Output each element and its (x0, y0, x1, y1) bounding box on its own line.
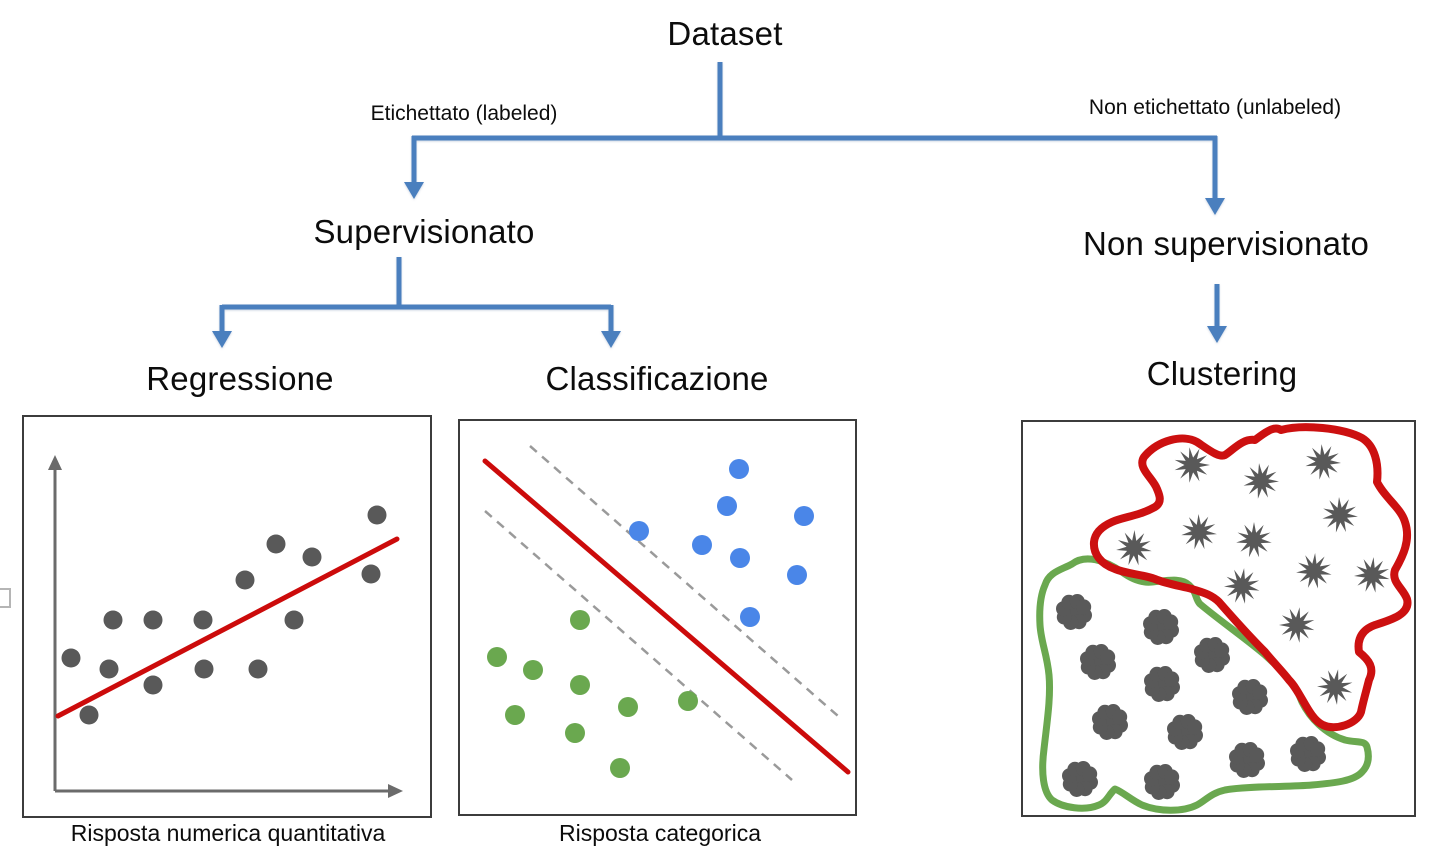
regression-point (79, 705, 99, 725)
unlabeled-branch-label: Non etichettato (unlabeled) (1088, 96, 1342, 119)
class-blue-point (692, 535, 712, 555)
star-shape (1174, 447, 1210, 483)
regression-point (248, 659, 268, 679)
labeled-branch-label: Etichettato (labeled) (370, 102, 558, 125)
x-axis-arrowhead-icon (388, 784, 403, 798)
class-blue-point (729, 459, 749, 479)
regression-point (235, 570, 255, 590)
margin-dashed-line (484, 510, 793, 781)
class-blue-point (794, 506, 814, 526)
regression-point (143, 675, 163, 695)
cloud-shape (1062, 761, 1098, 797)
edge-artifact (0, 588, 11, 608)
class-blue-point (740, 607, 760, 627)
class-blue-point (787, 565, 807, 585)
star-shape (1224, 568, 1260, 604)
y-axis-arrowhead-icon (48, 455, 62, 470)
margin-dashed-line (529, 445, 839, 717)
class-green-point (487, 647, 507, 667)
class-green-point (618, 697, 638, 717)
class-green-point (610, 758, 630, 778)
cloud-shape (1144, 666, 1180, 702)
regression-point (99, 659, 119, 679)
cloud-shape (1232, 679, 1268, 715)
regression-point (367, 505, 387, 525)
cloud-shape (1290, 736, 1326, 772)
classification-node-label: Classificazione (545, 360, 769, 397)
classification-plot (482, 445, 851, 781)
regression-node-label: Regressione (146, 360, 334, 397)
regression-point (194, 659, 214, 679)
red-cluster-outline (1089, 423, 1412, 732)
cloud-shape (1143, 609, 1179, 645)
tree-connectors (212, 62, 1227, 348)
star-shape (1305, 444, 1341, 480)
clustering-layer (1036, 423, 1412, 814)
root-node-label: Dataset (667, 15, 783, 52)
cloud-shape (1229, 742, 1265, 778)
regression-arrowhead-icon (212, 331, 232, 348)
classification-plot-panel (458, 419, 857, 816)
class-blue-point (730, 548, 750, 568)
cloud-shape (1194, 637, 1230, 673)
class-blue-point (717, 496, 737, 516)
class-green-point (678, 691, 698, 711)
clustering-plot-panel (1021, 420, 1416, 817)
regression-plot-panel (22, 415, 432, 818)
star-shape (1181, 514, 1217, 550)
star-shape (1354, 557, 1390, 593)
cloud-shape (1167, 714, 1203, 750)
star-shape (1236, 522, 1272, 558)
star-shape (1243, 463, 1279, 499)
regression-point (302, 547, 322, 567)
green-cluster-outline (1036, 555, 1372, 814)
cloud-shape (1144, 764, 1180, 800)
star-shape (1322, 497, 1358, 533)
cloud-shape (1092, 704, 1128, 740)
classification-arrowhead-icon (601, 331, 621, 348)
star-shape (1296, 553, 1332, 589)
unsupervised-node-label: Non supervisionato (1082, 225, 1370, 262)
regression-plot (48, 455, 403, 798)
decision-boundary-line (482, 458, 851, 775)
class-blue-point (629, 521, 649, 541)
star-shape (1116, 530, 1152, 566)
regression-point (61, 648, 81, 668)
regression-point (284, 610, 304, 630)
class-green-point (565, 723, 585, 743)
regression-caption: Risposta numerica quantitativa (70, 820, 386, 846)
star-shape (1317, 669, 1353, 705)
regression-point (266, 534, 286, 554)
star-shape (1279, 607, 1315, 643)
regression-trend-line (55, 536, 400, 719)
classification-layer (482, 445, 851, 781)
regression-point (143, 610, 163, 630)
class-green-point (505, 705, 525, 725)
clustering-plot (1036, 423, 1412, 814)
regression-point (193, 610, 213, 630)
supervised-node-label: Supervisionato (313, 213, 535, 250)
cloud-shape (1056, 594, 1092, 630)
clustering-node-label: Clustering (1146, 355, 1298, 392)
regression-points-layer (55, 505, 400, 725)
class-green-point (570, 675, 590, 695)
regression-point (361, 564, 381, 584)
clustering-arrowhead-icon (1207, 326, 1227, 343)
right-arrowhead-icon (1205, 198, 1225, 215)
left-arrowhead-icon (404, 182, 424, 199)
classification-caption: Risposta categorica (559, 820, 761, 846)
regression-point (103, 610, 123, 630)
class-green-point (523, 660, 543, 680)
cloud-shape (1080, 644, 1116, 680)
class-green-point (570, 610, 590, 630)
